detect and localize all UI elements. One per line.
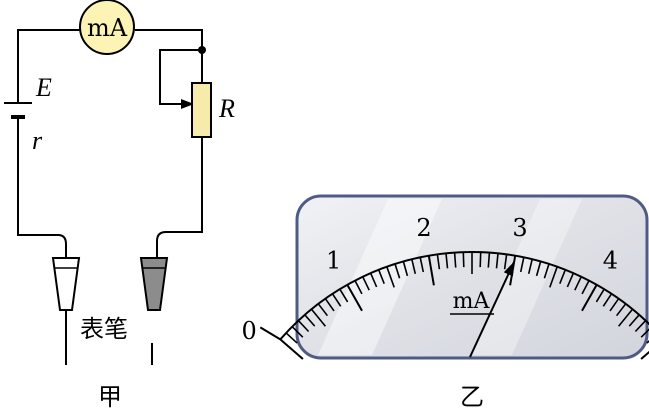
dial-tick bbox=[609, 298, 620, 312]
scale-label-1: 1 bbox=[326, 246, 341, 274]
dial-tick bbox=[339, 288, 349, 303]
probes-label-backdrop bbox=[72, 311, 158, 343]
dial-tick bbox=[581, 280, 590, 295]
glass-highlight bbox=[470, 199, 582, 355]
dial-tick bbox=[634, 320, 647, 333]
dial-tick bbox=[559, 269, 567, 284]
dial-tick bbox=[566, 272, 575, 288]
milliammeter-dial: 0 1 2 3 4 5 mA 乙 bbox=[242, 194, 649, 411]
milliammeter-label: mA bbox=[87, 14, 128, 42]
dial-tick bbox=[479, 252, 482, 268]
dial-tick bbox=[462, 252, 465, 268]
scale-label-2: 2 bbox=[416, 214, 431, 242]
emf-label: E bbox=[35, 73, 52, 102]
dial-tick bbox=[574, 276, 583, 291]
scale-label-4: 4 bbox=[603, 246, 618, 274]
dial-tick bbox=[310, 308, 327, 327]
rheostat-resistor bbox=[191, 82, 212, 138]
dial-tick bbox=[503, 254, 508, 270]
dial-tick bbox=[549, 266, 558, 288]
meter-needle bbox=[469, 261, 516, 358]
probe-left bbox=[51, 257, 81, 311]
meter-caption: 乙 bbox=[460, 383, 484, 411]
meter-unit-label: mA bbox=[453, 289, 491, 314]
dial-tick bbox=[304, 314, 316, 327]
dial-tick bbox=[487, 252, 491, 268]
battery-symbol bbox=[4, 102, 32, 119]
scale-label-0: 0 bbox=[242, 317, 257, 345]
rheostat-label: R bbox=[218, 94, 235, 123]
dial-tick bbox=[543, 263, 550, 279]
dial-tick bbox=[419, 257, 425, 273]
dial-tick bbox=[453, 252, 457, 268]
needle-tip bbox=[503, 261, 515, 277]
dial-tick bbox=[445, 253, 449, 269]
dial-tick bbox=[394, 263, 401, 279]
glass-highlight bbox=[318, 199, 442, 355]
circuit-caption: 甲 bbox=[98, 383, 122, 411]
scale-label-3: 3 bbox=[512, 214, 527, 242]
dial-tick bbox=[519, 257, 525, 273]
dial-ticks bbox=[279, 252, 649, 360]
dial-tick bbox=[354, 280, 363, 295]
dial-tick bbox=[535, 261, 542, 277]
dial-tick bbox=[331, 293, 342, 307]
dial-tick bbox=[615, 303, 627, 317]
dial-end-cap bbox=[259, 326, 281, 341]
dial-tick bbox=[640, 328, 649, 338]
dial-tick bbox=[346, 284, 363, 312]
milliammeter-symbol: mA bbox=[79, 0, 135, 55]
probe-right bbox=[139, 257, 169, 311]
dial-tick bbox=[297, 320, 310, 333]
junction-dot bbox=[198, 46, 206, 54]
dial-tick bbox=[427, 255, 435, 286]
dial-tick bbox=[411, 259, 417, 274]
dial-tick bbox=[595, 288, 605, 303]
dial-tick bbox=[324, 298, 335, 312]
dial-end-caps bbox=[259, 326, 281, 341]
dial-tick bbox=[527, 259, 533, 274]
dial-tick bbox=[317, 303, 329, 317]
dial-tick bbox=[617, 308, 634, 327]
probes-label: 表笔 bbox=[80, 315, 128, 343]
dial-tick bbox=[436, 254, 441, 270]
circuit-wires bbox=[17, 29, 203, 365]
dial-tick bbox=[640, 350, 649, 360]
dial-tick bbox=[602, 293, 613, 307]
dial-tick bbox=[285, 332, 298, 344]
dial-tick bbox=[628, 314, 640, 327]
dial-tick bbox=[495, 253, 499, 269]
meter-body bbox=[295, 194, 649, 360]
dial-tick bbox=[291, 326, 304, 338]
dial-tick bbox=[377, 269, 385, 284]
rheostat-slider-arrow bbox=[181, 99, 194, 109]
internal-resistance-label: r bbox=[32, 126, 43, 155]
dial-tick bbox=[402, 261, 409, 277]
circuit-diagram: E r mA R 表笔 甲 bbox=[4, 0, 235, 411]
dial-tick bbox=[361, 276, 370, 291]
dial-tick bbox=[279, 338, 304, 360]
dial-tick bbox=[581, 284, 598, 312]
dial-tick bbox=[386, 266, 395, 288]
dial-tick bbox=[369, 272, 378, 288]
